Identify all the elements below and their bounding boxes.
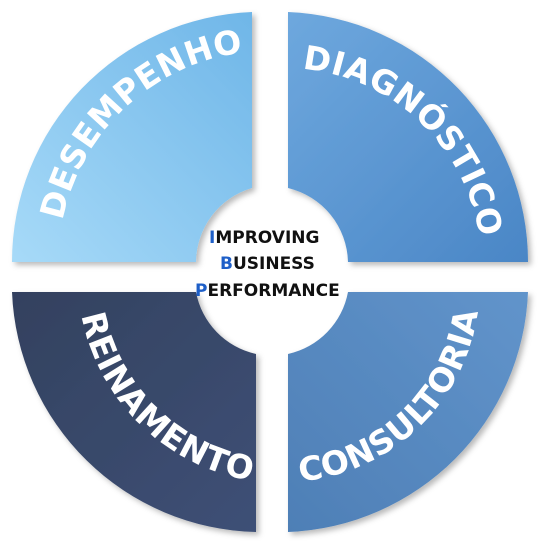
center-initial-i: I: [209, 228, 215, 248]
quadrant-consultoria-shape: [288, 292, 528, 532]
center-rest-performance: ERFORMANCE: [207, 281, 339, 301]
center-line-performance: PERFORMANCE: [195, 281, 340, 301]
quadrant-consultoria: [288, 292, 528, 532]
center-rest-improving: MPROVING: [215, 228, 319, 248]
quadrant-diagnostico-shape: [288, 12, 529, 262]
quadrant-diagnostico: [288, 12, 529, 262]
center-initial-p: P: [195, 281, 207, 301]
center-line-business: BUSINESS: [220, 254, 315, 274]
quadrant-desempenho: [11, 12, 252, 262]
center-rest-business: USINESS: [233, 254, 315, 274]
center-title: IMPROVING BUSINESS PERFORMANCE: [195, 228, 340, 301]
quadrant-treinamento-shape: [12, 292, 256, 532]
center-line-improving: IMPROVING: [209, 228, 319, 248]
quadrant-treinamento: [12, 292, 256, 532]
quadrant-desempenho-shape: [11, 12, 252, 262]
center-initial-b: B: [220, 254, 233, 274]
